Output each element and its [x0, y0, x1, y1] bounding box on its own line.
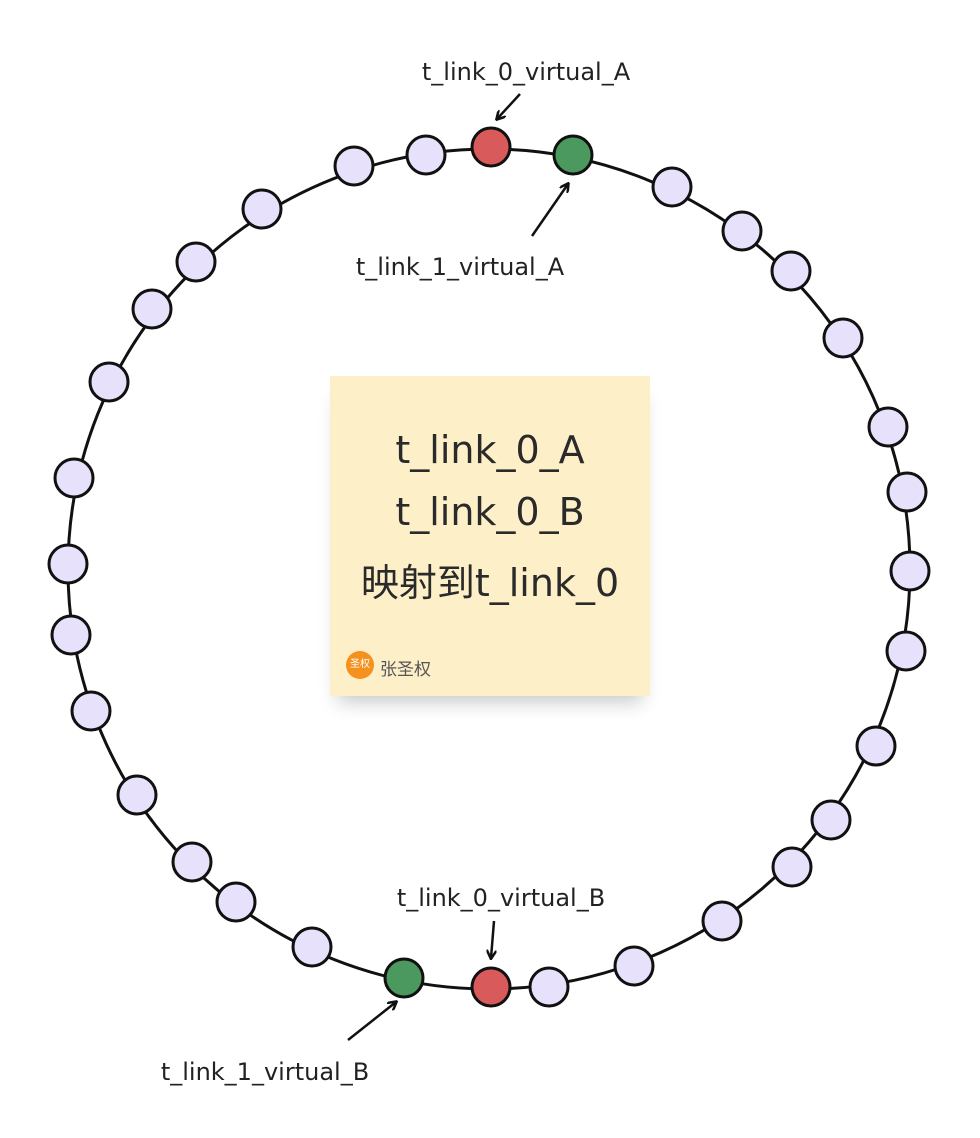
ring-node-12 — [810, 799, 852, 841]
ring-node-22 — [116, 774, 158, 816]
ring-node-11 — [855, 725, 897, 767]
node-t-link-1-virtual-a — [552, 134, 594, 176]
label-bottom-green-virtual: t_link_1_virtual_B — [161, 1058, 369, 1086]
ring-node-28 — [131, 288, 173, 330]
arrow-bottom-red — [491, 920, 494, 958]
sticky-line-2: t_link_0_B — [395, 490, 585, 534]
ring-node-19 — [291, 926, 333, 968]
ring-node-5 — [770, 250, 812, 292]
ring-node-30 — [241, 188, 283, 230]
sticky-line-3: 映射到t_link_0 — [360, 561, 620, 605]
arrow-top-red — [497, 93, 521, 119]
author-name: 张圣权 — [380, 660, 431, 680]
label-top-green-virtual: t_link_1_virtual_A — [356, 253, 565, 281]
ring-node-32 — [405, 134, 447, 176]
arrow-top-green — [530, 184, 568, 237]
ring-node-6 — [822, 317, 864, 359]
ring-node-29 — [175, 241, 217, 283]
ring-node-31 — [333, 145, 375, 187]
ring-node-20 — [215, 881, 257, 923]
node-t-link-1-virtual-b — [383, 957, 425, 999]
ring-node-21 — [171, 841, 213, 883]
ring-node-13 — [771, 846, 813, 888]
ring-node-4 — [721, 210, 763, 252]
ring-node-9 — [889, 550, 931, 592]
ring-node-27 — [88, 361, 130, 403]
ring-node-14 — [701, 900, 743, 942]
label-top-red-virtual: t_link_0_virtual_A — [422, 58, 631, 86]
ring-node-23 — [70, 690, 112, 732]
sticky-line-1: t_link_0_A — [395, 428, 585, 472]
arrow-bottom-green — [347, 1002, 396, 1041]
ring-node-7 — [867, 406, 909, 448]
ring-nodes — [47, 126, 931, 1008]
node-t-link-0-virtual-a — [470, 126, 512, 168]
ring-node-3 — [651, 166, 693, 208]
author-avatar: 圣权 — [346, 651, 374, 679]
ring-node-8 — [886, 471, 928, 513]
ring-node-16 — [528, 966, 570, 1008]
sticky-note: t_link_0_A t_link_0_B 映射到t_link_0 圣权 张圣权 — [330, 376, 650, 696]
ring-node-26 — [53, 457, 95, 499]
ring-node-24 — [50, 614, 92, 656]
node-t-link-0-virtual-b — [470, 966, 512, 1008]
ring-node-10 — [885, 630, 927, 672]
ring-node-25 — [47, 543, 89, 585]
ring-node-15 — [613, 945, 655, 987]
label-bottom-red-virtual: t_link_0_virtual_B — [397, 884, 605, 912]
